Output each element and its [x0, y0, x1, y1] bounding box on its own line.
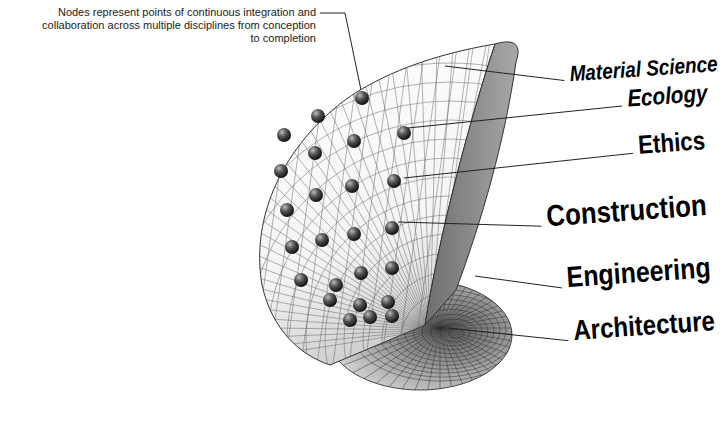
node-dot	[387, 174, 401, 188]
node-dot	[345, 179, 359, 193]
mesh-line	[10, 330, 430, 348]
node-dots	[274, 91, 411, 327]
node-dot	[385, 309, 399, 323]
whorl-line	[440, 328, 486, 402]
mesh-line	[66, 121, 430, 330]
mesh-line	[417, 0, 430, 330]
node-dot	[343, 313, 357, 327]
mesh-line	[280, 40, 330, 400]
mesh-line	[256, 0, 430, 330]
mesh-line	[216, 40, 266, 400]
mesh-line	[232, 40, 282, 400]
node-dot	[354, 266, 368, 280]
whorl-line	[394, 328, 440, 402]
mesh-line	[300, 0, 430, 330]
node-dot	[363, 310, 377, 324]
leader-line	[404, 153, 633, 178]
discipline-label: Ethics	[637, 126, 706, 159]
node-dot	[315, 233, 329, 247]
whorl-line	[440, 328, 471, 405]
mesh-line	[200, 40, 250, 400]
whorl-line	[440, 307, 556, 328]
mesh-line	[156, 11, 430, 330]
whorl-line	[440, 328, 513, 391]
node-dot	[285, 240, 299, 254]
mesh-line	[214, 0, 430, 330]
mesh-line	[312, 40, 362, 400]
node-dot	[347, 134, 361, 148]
node-dot	[385, 261, 399, 275]
node-dot	[329, 278, 343, 292]
leader-line	[398, 222, 542, 226]
node-dot	[353, 298, 367, 312]
mesh-line	[78, 101, 430, 330]
node-dot	[311, 109, 325, 123]
whorl-line	[440, 328, 525, 385]
mesh-line	[264, 40, 314, 400]
mesh-line	[139, 27, 430, 330]
mesh-line	[92, 81, 430, 330]
callout-note: Nodes represent points of continuous int…	[40, 6, 316, 46]
discipline-label: Ecology	[626, 80, 708, 112]
node-dot	[347, 227, 361, 241]
shell-cut-face	[425, 42, 518, 325]
mesh-line	[344, 40, 394, 400]
node-dot	[323, 293, 337, 307]
shell-mesh	[10, 0, 726, 432]
node-dot	[308, 146, 322, 160]
leader-line	[320, 13, 361, 90]
mesh-line	[392, 40, 442, 400]
mesh-line	[15, 330, 430, 396]
whorl-line	[409, 328, 440, 405]
leader-line	[448, 328, 568, 341]
leader-line	[475, 276, 562, 288]
mesh-line	[296, 40, 346, 400]
node-dot	[277, 128, 291, 142]
mesh-line	[248, 40, 298, 400]
node-dot	[381, 295, 395, 309]
mesh-line	[28, 208, 430, 330]
whorl-line	[440, 328, 544, 368]
whorl-ring	[422, 314, 482, 350]
mesh-line	[376, 40, 426, 400]
node-dot	[385, 221, 399, 235]
mesh-line	[11, 301, 430, 330]
node-dot	[294, 273, 308, 287]
mesh-line	[45, 163, 430, 330]
mesh-line	[106, 62, 430, 330]
leader-line	[445, 66, 564, 81]
mesh-line	[12, 330, 430, 372]
whorl-ring	[431, 319, 476, 346]
whorl-line	[440, 318, 559, 328]
mesh-line	[328, 40, 378, 400]
mesh-line	[22, 231, 430, 330]
node-dot	[355, 91, 369, 105]
mesh-line	[278, 0, 430, 330]
mesh-ring	[401, 291, 499, 389]
whorl-line	[440, 328, 441, 408]
leader-line	[408, 106, 622, 128]
mesh-line	[13, 277, 430, 330]
whorl-line	[440, 297, 551, 328]
whorl-line	[440, 328, 456, 407]
whorl-line	[440, 288, 544, 328]
whorl-line	[440, 328, 560, 329]
mesh-line	[194, 0, 430, 330]
discipline-label: Architecture	[572, 306, 716, 347]
whorl-line	[440, 328, 556, 349]
node-dot	[280, 203, 294, 217]
node-dot	[309, 188, 323, 202]
mesh-line	[175, 0, 430, 330]
node-dot	[274, 164, 288, 178]
discipline-label: Engineering	[566, 252, 712, 294]
discipline-label: Construction	[546, 188, 708, 232]
whorl-line	[440, 328, 500, 397]
